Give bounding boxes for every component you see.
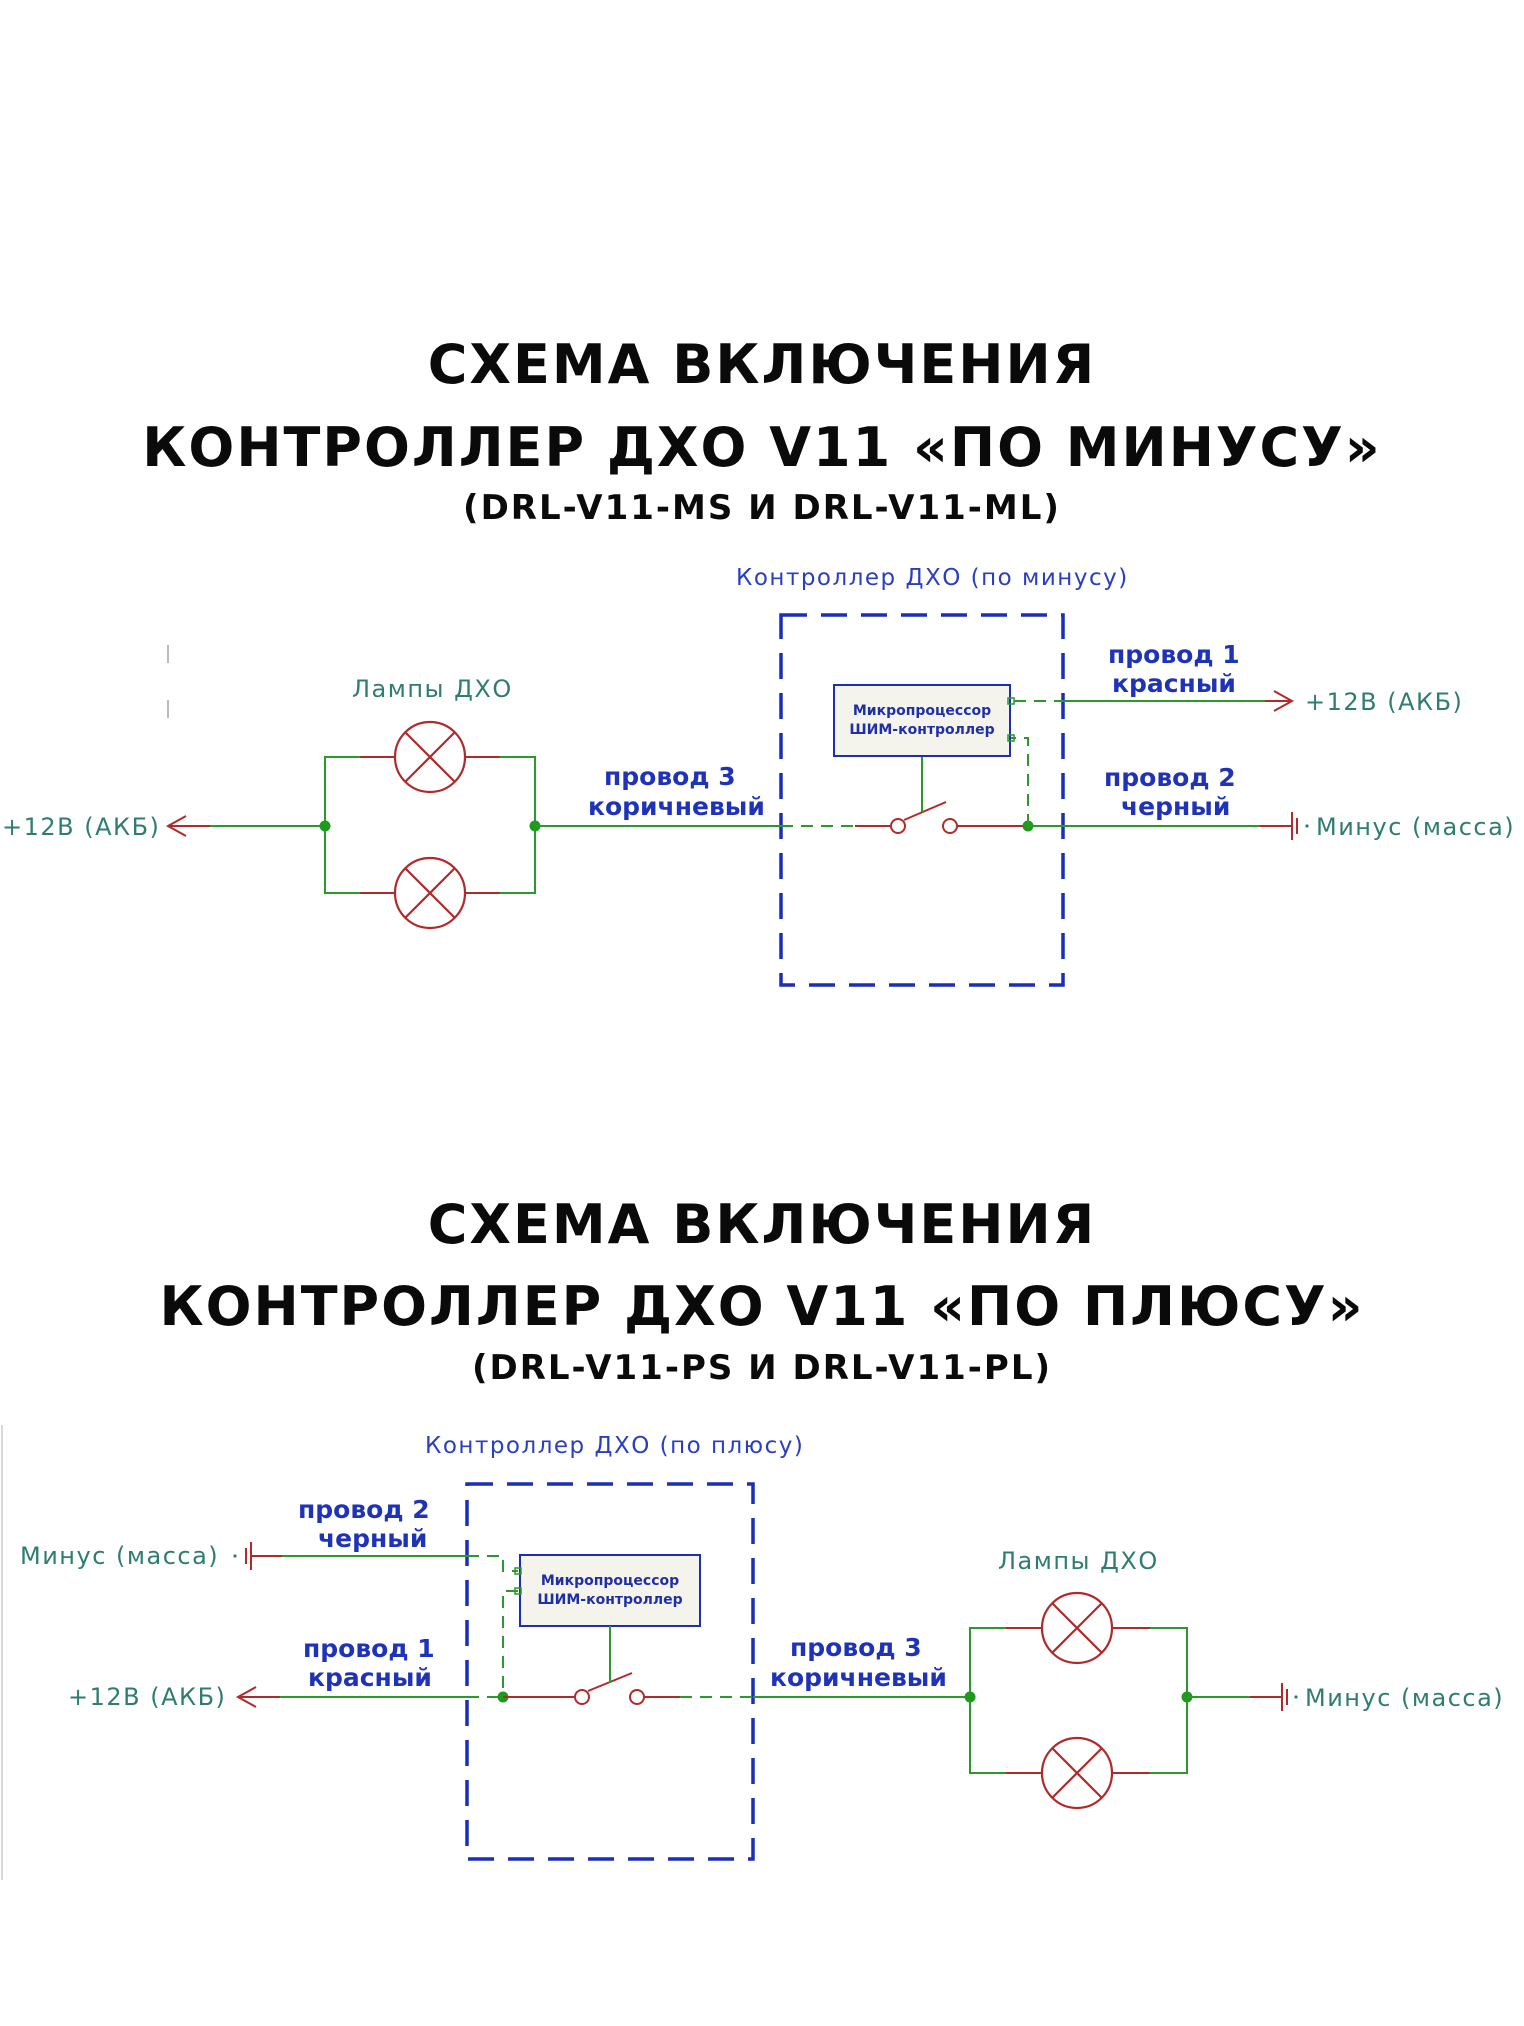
lamps-label: Лампы ДХО <box>998 1547 1159 1575</box>
battery-left-label: +12В (АКБ) <box>2 813 160 841</box>
chip-power-wire <box>502 1590 518 1697</box>
wire2-label-line1: провод 2 <box>298 1495 430 1524</box>
ground-label: Минус (масса) <box>1316 813 1515 841</box>
battery-right-label: +12В (АКБ) <box>1305 688 1463 716</box>
chip-label-line1: Микропроцессор <box>853 703 991 719</box>
controller-label: Контроллер ДХО (по плюсу) <box>425 1433 804 1459</box>
battery-label: +12В (АКБ) <box>68 1683 226 1711</box>
title-minus-line3: (DRL-V11-MS И DRL-V11-ML) <box>463 488 1061 528</box>
lamp-branch <box>969 1627 1006 1697</box>
lamp-branch <box>324 826 360 894</box>
chip-box <box>519 1554 701 1627</box>
lamp-icon <box>1040 1736 1114 1810</box>
arrow-right-icon <box>1273 690 1295 712</box>
lamps-label: Лампы ДХО <box>352 675 513 703</box>
chip-box <box>833 684 1011 757</box>
title-minus-line1: СХЕМА ВКЛЮЧЕНИЯ <box>427 333 1097 396</box>
controller-label: Контроллер ДХО (по минусу) <box>736 565 1129 591</box>
controller-box <box>779 613 1065 987</box>
wire1-label-line1: провод 1 <box>303 1634 435 1663</box>
ground-icon <box>233 1542 252 1570</box>
wire1-label-line1: провод 1 <box>1108 640 1240 669</box>
wire2-label-line1: провод 2 <box>1104 763 1236 792</box>
lamp-branch <box>324 756 360 826</box>
junction-dot <box>319 820 331 832</box>
title-minus-line2: КОНТРОЛЛЕР ДХО V11 «ПО МИНУСУ» <box>142 416 1382 479</box>
lamp-branch <box>1150 1627 1188 1774</box>
wire2-label-line2: черный <box>1121 792 1230 821</box>
lamp-icon <box>1040 1591 1114 1665</box>
chip-gnd-wire <box>1011 737 1029 826</box>
diagram-minus: Контроллер ДХО (по минусу) Лампы ДХО +12… <box>2 565 1515 987</box>
wire1-label-line2: красный <box>308 1663 432 1692</box>
wire3-label-line2: коричневый <box>588 792 765 821</box>
ground-icon <box>1281 1683 1298 1711</box>
arrow-left-icon <box>235 1686 257 1708</box>
lamp-branch <box>969 1697 1006 1774</box>
lamp-icon <box>393 856 467 930</box>
wire3-label-line2: коричневый <box>770 1663 947 1692</box>
diagram-plus: Контроллер ДХО (по плюсу) Минус (масса) … <box>1 1425 1504 1880</box>
title-plus-line2: КОНТРОЛЛЕР ДХО V11 «ПО ПЛЮСУ» <box>159 1275 1365 1338</box>
ground-icon <box>1291 812 1309 840</box>
switch-icon <box>890 801 958 834</box>
wire3-label-line1: провод 3 <box>604 762 736 791</box>
wire3-label-line1: провод 3 <box>790 1633 922 1662</box>
internal-wire <box>467 1555 518 1572</box>
title-plus-line1: СХЕМА ВКЛЮЧЕНИЯ <box>427 1193 1097 1256</box>
lamp-icon <box>393 720 467 794</box>
chip-label-line2: ШИМ-контроллер <box>849 722 994 738</box>
chip-label-line1: Микропроцессор <box>541 1573 679 1589</box>
ground-right-label: Минус (масса) <box>1305 1684 1504 1712</box>
chip-pin <box>1007 734 1015 742</box>
chip-label-line2: ШИМ-контроллер <box>537 1592 682 1608</box>
ground-left-label: Минус (масса) <box>20 1542 219 1570</box>
controller-box <box>465 1482 755 1861</box>
arrow-left-icon <box>165 815 187 837</box>
junction-dot <box>964 1691 976 1703</box>
title-plus-line3: (DRL-V11-PS И DRL-V11-PL) <box>471 1348 1053 1388</box>
chip-pin <box>514 1567 522 1575</box>
wire1-label-line2: красный <box>1112 669 1236 698</box>
wire2-label-line2: черный <box>318 1524 427 1553</box>
